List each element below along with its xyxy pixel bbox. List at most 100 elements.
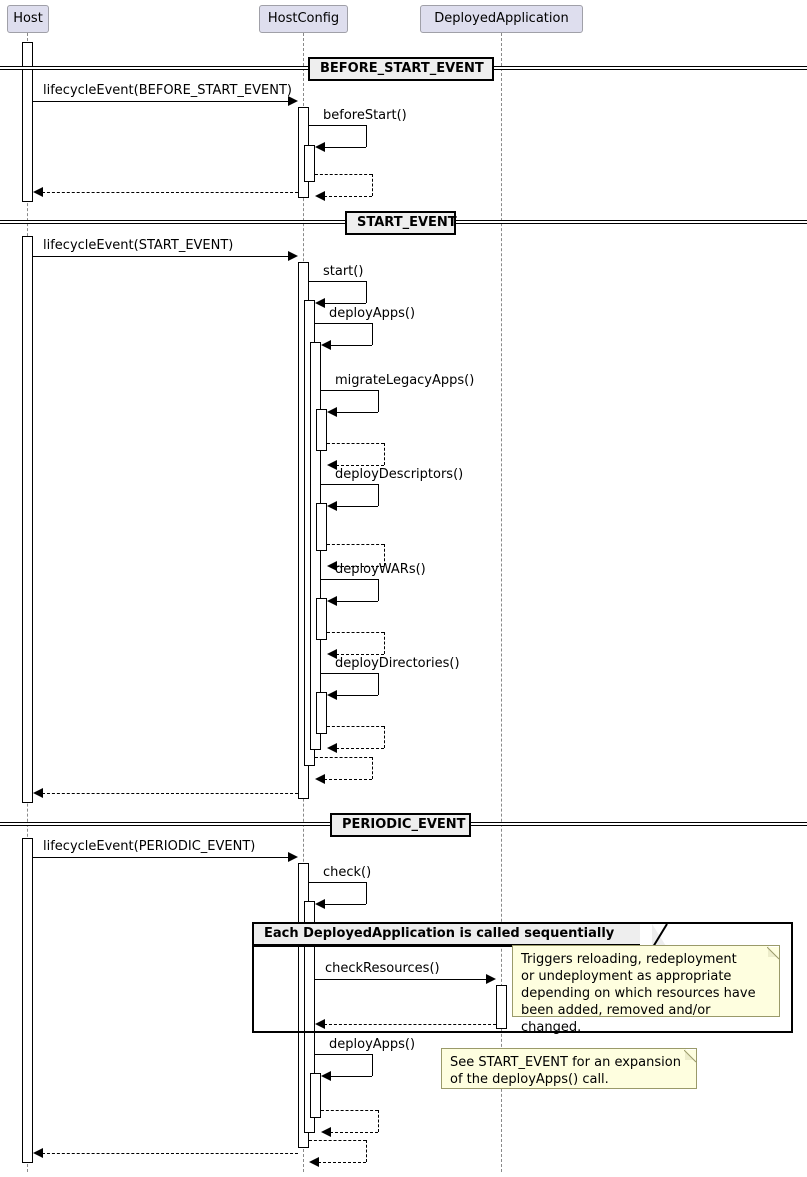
message-arrowhead-m9 [327, 460, 337, 470]
message-label-m1: lifecycleEvent(BEFORE_START_EVENT) [43, 83, 292, 98]
message-self-bottom-m23 [330, 1132, 378, 1133]
message-self-right-m7 [372, 323, 373, 345]
message-arrowhead-m11 [327, 561, 337, 571]
message-self-top-m24 [309, 1140, 366, 1141]
message-arrowhead-m20 [486, 974, 496, 984]
message-label-m2: beforeStart() [323, 108, 407, 123]
group-box-each-deployed-app [252, 922, 793, 1033]
message-self-bottom-m6 [324, 303, 366, 304]
message-arrowhead-m22 [321, 1071, 331, 1081]
activation-bar-host-1 [22, 236, 33, 803]
activation-bar-config-4 [304, 145, 315, 182]
message-label-m20: checkResources() [325, 961, 440, 976]
message-self-top-m14 [321, 673, 378, 674]
message-self-bottom-m22 [330, 1076, 372, 1077]
message-arrowhead-m4 [33, 187, 43, 197]
message-arrowhead-m19 [315, 899, 325, 909]
group-tab-each-deployed-app: Each DeployedApplication is called seque… [254, 924, 641, 946]
message-arrowhead-m18 [288, 852, 298, 862]
message-self-bottom-m9 [336, 465, 384, 466]
note-note-check-resources: Triggers reloading, redeployment or unde… [512, 945, 780, 1035]
message-arrowhead-m8 [327, 407, 337, 417]
message-self-top-m12 [321, 579, 378, 580]
message-self-bottom-m8 [336, 412, 378, 413]
divider-line-left-periodic [0, 822, 332, 826]
message-label-m18: lifecycleEvent(PERIODIC_EVENT) [43, 839, 256, 854]
message-arrowhead-m2 [315, 142, 325, 152]
message-arrowhead-m12 [327, 596, 337, 606]
message-arrowhead-m7 [321, 340, 331, 350]
message-self-bottom-m3 [324, 196, 372, 197]
divider-label-before-start: BEFORE_START_EVENT [308, 57, 494, 81]
message-self-top-m8 [321, 390, 378, 391]
message-arrowhead-m1 [288, 96, 298, 106]
message-self-top-m16 [315, 757, 372, 758]
message-self-bottom-m7 [330, 345, 372, 346]
message-line-m4 [42, 192, 298, 193]
message-arrowhead-m10 [327, 501, 337, 511]
message-self-right-m3 [372, 174, 373, 196]
divider-line-right-before-start [492, 66, 807, 70]
message-self-top-m9 [327, 443, 384, 444]
message-self-top-m6 [309, 281, 366, 282]
message-arrowhead-m13 [327, 649, 337, 659]
message-self-bottom-m15 [336, 748, 384, 749]
message-arrowhead-m3 [315, 191, 325, 201]
participant-deploy[interactable]: DeployedApplication [420, 5, 583, 33]
message-label-m7: deployApps() [329, 306, 416, 321]
message-self-right-m10 [378, 484, 379, 506]
note-note-deploy-apps: See START_EVENT for an expansion of the … [441, 1048, 697, 1089]
divider-line-left-start [0, 220, 347, 224]
activation-bar-config-10 [316, 598, 327, 640]
message-self-top-m10 [321, 484, 378, 485]
message-self-right-m6 [366, 281, 367, 303]
group-tab-notch-line-each-deployed-app [652, 924, 669, 948]
group-header-rule-each-deployed-app [254, 945, 652, 947]
message-label-m19: check() [323, 865, 372, 880]
note-fold-edge-note-check-resources [766, 945, 780, 960]
message-label-m10: deployDescriptors() [335, 467, 464, 482]
message-self-right-m11 [384, 544, 385, 566]
message-self-bottom-m2 [324, 147, 366, 148]
lifeline-deploy [501, 33, 502, 1172]
message-arrowhead-m21 [315, 1019, 325, 1029]
message-arrowhead-m6 [315, 298, 325, 308]
message-line-m18 [33, 857, 289, 858]
message-arrowhead-m14 [327, 690, 337, 700]
message-self-bottom-m14 [336, 695, 378, 696]
message-arrowhead-m24 [309, 1157, 319, 1167]
message-self-right-m24 [366, 1140, 367, 1162]
activation-bar-host-0 [22, 42, 33, 202]
message-line-m1 [33, 101, 289, 102]
message-self-top-m23 [321, 1110, 378, 1111]
participant-host[interactable]: Host [7, 5, 49, 33]
divider-line-right-start [454, 220, 807, 224]
message-self-bottom-m11 [336, 566, 384, 567]
message-self-right-m9 [384, 443, 385, 465]
activation-bar-deploy-15 [496, 985, 507, 1029]
activation-bar-config-9 [316, 503, 327, 551]
message-self-right-m16 [372, 757, 373, 779]
message-self-top-m2 [309, 125, 366, 126]
activation-bar-config-8 [316, 409, 327, 451]
divider-label-periodic: PERIODIC_EVENT [330, 813, 471, 837]
message-arrowhead-m5 [288, 251, 298, 261]
message-self-bottom-m16 [324, 779, 372, 780]
activation-bar-config-11 [316, 692, 327, 734]
message-self-top-m22 [315, 1054, 372, 1055]
message-line-m20 [315, 979, 487, 980]
message-self-bottom-m10 [336, 506, 378, 507]
divider-line-right-periodic [469, 822, 807, 826]
message-self-right-m12 [378, 579, 379, 601]
message-label-m8: migrateLegacyApps() [335, 373, 475, 388]
message-self-top-m11 [327, 544, 384, 545]
message-self-right-m23 [378, 1110, 379, 1132]
message-self-top-m15 [327, 726, 384, 727]
divider-label-start: START_EVENT [345, 211, 457, 235]
message-label-m22: deployApps() [329, 1037, 416, 1052]
message-arrowhead-m15 [327, 743, 337, 753]
activation-bar-config-13 [304, 901, 315, 1133]
participant-config[interactable]: HostConfig [259, 5, 348, 33]
divider-line-left-before-start [0, 66, 310, 70]
